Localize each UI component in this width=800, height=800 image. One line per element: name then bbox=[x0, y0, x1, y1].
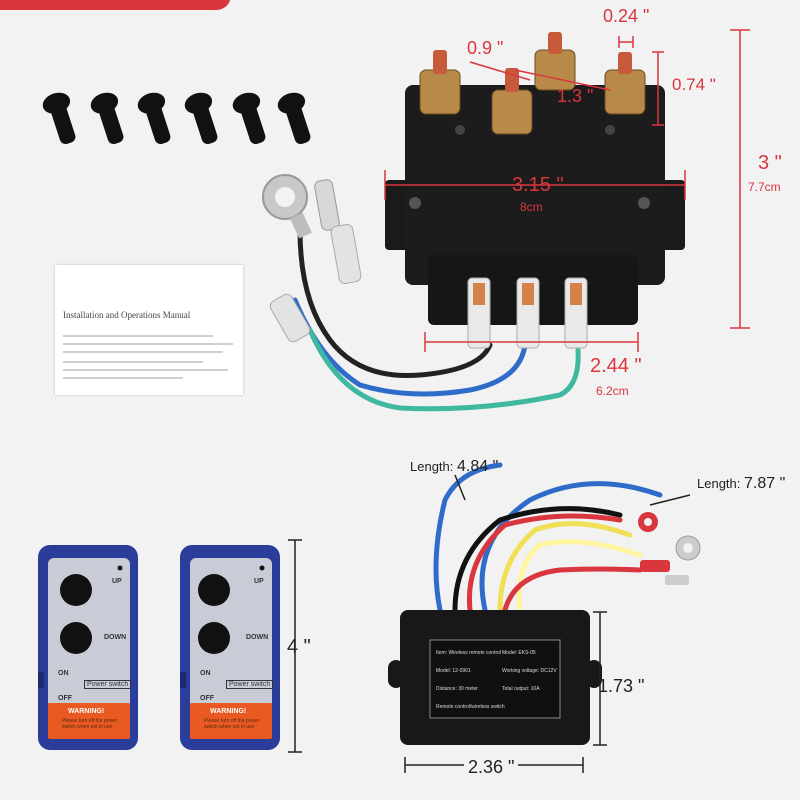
dim-base-in: 2.44 " bbox=[590, 355, 642, 377]
contactor-wires bbox=[292, 227, 581, 412]
remote-right-power-switch: Power switch bbox=[226, 680, 274, 689]
top-banner bbox=[0, 0, 230, 10]
plate-row1-left: Item: Wireless remote control bbox=[436, 650, 502, 656]
bullet-connectors bbox=[269, 179, 362, 343]
dim-width-cm: 8cm bbox=[520, 200, 543, 214]
remote-control-right bbox=[180, 545, 280, 750]
remote-left-off-label: OFF bbox=[58, 695, 72, 702]
control-box-wires bbox=[433, 462, 663, 613]
dim-remote-height: 4 " bbox=[287, 636, 311, 658]
dim-length-long-value: 7.87 " bbox=[744, 475, 786, 492]
manual-text-line bbox=[63, 377, 183, 379]
remote-right-on-label: ON bbox=[200, 670, 211, 677]
ring-terminal bbox=[262, 174, 312, 239]
plate-row2-right: Working voltage: DC12V bbox=[502, 668, 557, 674]
dim-terminal-span: 1.3 " bbox=[557, 86, 594, 106]
plate-row3-left: Distance: 30 meter bbox=[436, 686, 478, 692]
dim-length-long: Length: 7.87 " bbox=[697, 475, 785, 493]
remote-right-up-label: UP bbox=[254, 578, 264, 585]
manual-text-line bbox=[63, 351, 223, 353]
instruction-manual: Installation and Operations Manual bbox=[55, 265, 243, 395]
dim-length-short-label: Length: bbox=[410, 459, 454, 474]
remote-right-down-label: DOWN bbox=[246, 634, 269, 641]
plate-row3-right: Total output: 10A bbox=[502, 686, 540, 692]
remote-left-warning-text: Please turn off the power switch when no… bbox=[62, 718, 118, 730]
plate-row1-right: Model: EKS-05 bbox=[502, 650, 536, 656]
remote-right-off-label: OFF bbox=[200, 695, 214, 702]
dim-base-cm: 6.2cm bbox=[596, 384, 629, 398]
remote-left-on-label: ON bbox=[58, 670, 69, 677]
dim-terminal-height: 0.74 " bbox=[672, 75, 716, 94]
manual-text-line bbox=[63, 369, 228, 371]
remote-right-warning: WARNING! bbox=[210, 708, 247, 715]
dim-height-cm: 7.7cm bbox=[748, 180, 781, 194]
dim-length-short-value: 4.84 " bbox=[457, 458, 499, 475]
plate-row2-left: Model: 12-0901 bbox=[436, 668, 471, 674]
remote-left-down-label: DOWN bbox=[104, 634, 127, 641]
remote-left-up-label: UP bbox=[112, 578, 122, 585]
dim-length-long-label: Length: bbox=[697, 476, 741, 491]
dim-length-short: Length: 4.84 " bbox=[410, 458, 498, 476]
manual-title: Installation and Operations Manual bbox=[63, 310, 191, 320]
manual-text-line bbox=[63, 343, 233, 345]
dim-height-in: 3 " bbox=[758, 152, 782, 174]
dim-box-height: 1.73 " bbox=[598, 676, 645, 696]
remote-control-left bbox=[38, 545, 138, 750]
remote-dimension-line bbox=[288, 539, 302, 753]
dim-terminal-small: 0.24 " bbox=[603, 6, 650, 26]
contactor-dimension-lines bbox=[384, 29, 750, 352]
plate-row4-left: Remote control/wireless switch bbox=[436, 704, 505, 710]
manual-text-line bbox=[63, 361, 203, 363]
control-box-terminals bbox=[638, 512, 701, 585]
dim-width-in: 3.15 " bbox=[512, 174, 564, 196]
dim-terminal-gap: 0.9 " bbox=[467, 38, 504, 58]
remote-left-power-switch: Power switch bbox=[84, 680, 132, 689]
remote-right-warning-text: Please turn off the power switch when no… bbox=[204, 718, 260, 730]
remote-left-warning: WARNING! bbox=[68, 708, 105, 715]
rubber-boots bbox=[42, 92, 311, 145]
dim-box-width: 2.36 " bbox=[464, 757, 519, 778]
manual-text-line bbox=[63, 335, 213, 337]
wireless-control-box bbox=[388, 610, 602, 745]
